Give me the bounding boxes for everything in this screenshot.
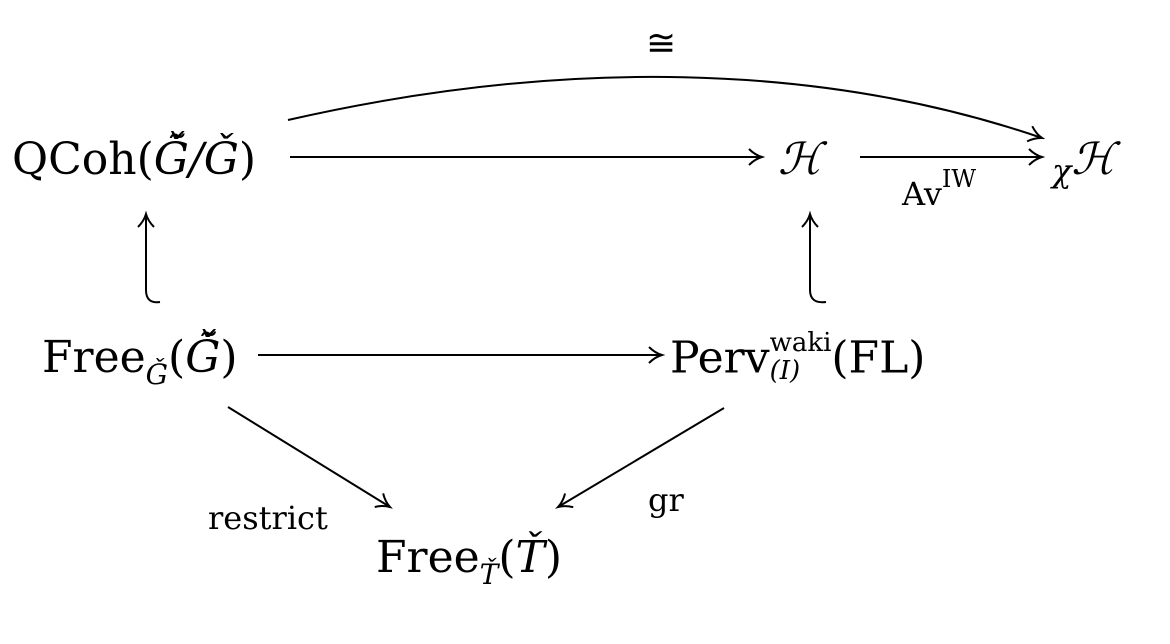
perv-name: Perv (670, 332, 770, 384)
chi-hecke-symbol: ℋ (1071, 134, 1115, 185)
arrow-restrict (227, 406, 390, 507)
label-av-iw: AvIW (902, 167, 976, 213)
perv-sup: waki (769, 328, 832, 358)
arrow-freeg-to-qcoh (146, 214, 161, 304)
label-restrict: restrict (208, 502, 328, 534)
label-iso: ≅ (646, 26, 676, 62)
qcoh-name: QCoh (12, 134, 137, 185)
free-g-arg: G̃̌ (185, 332, 221, 383)
restrict-text: restrict (208, 499, 328, 537)
free-t-arg: Ť (515, 532, 545, 583)
free-g-sub: Ǧ (145, 358, 169, 391)
label-gr: gr (648, 484, 684, 516)
perv-sub: (I) (769, 356, 801, 386)
gr-text: gr (648, 481, 684, 519)
chi-prefix: χ (1052, 152, 1072, 190)
node-qcoh: QCoh(G̃̌/Ǧ) (12, 134, 257, 185)
qcoh-arg: G̃̌/Ǧ (153, 134, 239, 185)
av-sup: IW (941, 165, 977, 193)
node-free-g: FreeǦ(G̃̌) (42, 332, 238, 391)
arrow-gr (558, 407, 725, 507)
arrow-iso-curve (287, 75, 1042, 138)
arrow-perv-to-hecke (810, 214, 827, 304)
free-g-name: Free (42, 332, 146, 383)
iso-symbol: ≅ (646, 23, 677, 64)
node-hecke: ℋ (778, 138, 821, 182)
av-text: Av (902, 175, 942, 213)
node-chi-hecke: χℋ (1052, 138, 1115, 188)
node-free-t: FreeŤ(Ť) (376, 532, 563, 591)
free-t-name: Free (376, 532, 480, 583)
hecke-symbol: ℋ (778, 134, 822, 185)
free-t-sub: Ť (479, 558, 499, 591)
perv-arg: (FL) (831, 332, 926, 384)
